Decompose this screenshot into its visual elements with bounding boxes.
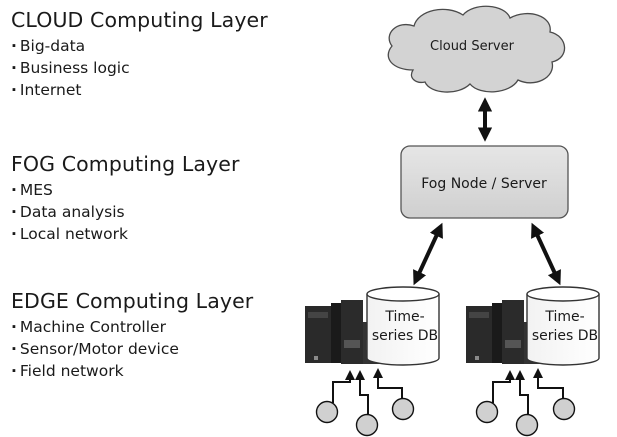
- db-left-label-line1: Time-: [384, 309, 424, 325]
- fog-layer-items: MES Data analysis Local network: [11, 179, 239, 245]
- cloud-layer-title: CLOUD Computing Layer: [11, 8, 268, 32]
- sensor-device-left-2: [355, 413, 379, 437]
- cloud-item-big-data: Big-data: [11, 35, 268, 57]
- edge-layer-title: EDGE Computing Layer: [11, 289, 254, 313]
- fog-node-box: [400, 145, 569, 219]
- sensor-wires-right: [492, 368, 564, 416]
- sensor-device-right-1: [475, 400, 499, 424]
- db-right-label-line1: Time-: [544, 309, 584, 325]
- time-series-db-left: [366, 286, 440, 366]
- cloud-server-shape: [387, 5, 566, 93]
- cloud-layer-section: CLOUD Computing Layer Big-data Business …: [11, 8, 268, 101]
- edge-item-sensor-motor: Sensor/Motor device: [11, 338, 253, 360]
- time-series-db-right: [526, 286, 600, 366]
- sensor-device-right-3: [552, 397, 576, 421]
- sensor-wires-left: [332, 368, 403, 416]
- fog-layer-title: FOG Computing Layer: [11, 152, 240, 176]
- fog-db-left-arrow: [413, 222, 443, 286]
- fog-node-label: Fog Node / Server: [421, 176, 547, 192]
- fog-layer-section: FOG Computing Layer MES Data analysis Lo…: [11, 152, 239, 245]
- sensor-device-right-2: [515, 413, 539, 437]
- edge-layer-section: EDGE Computing Layer Machine Controller …: [11, 289, 253, 382]
- cloud-item-internet: Internet: [11, 79, 268, 101]
- sensor-device-left-3: [391, 397, 415, 421]
- cloud-server-label: Cloud Server: [430, 39, 515, 54]
- fog-db-right-arrow: [531, 222, 561, 286]
- fog-item-mes: MES: [11, 179, 239, 201]
- sensor-device-left-1: [315, 400, 339, 424]
- db-left-label-line2: series DB: [372, 328, 438, 344]
- cloud-item-business-logic: Business logic: [11, 57, 268, 79]
- fog-item-local-network: Local network: [11, 223, 239, 245]
- db-right-label-line2: series DB: [532, 328, 598, 344]
- cloud-layer-items: Big-data Business logic Internet: [11, 35, 268, 101]
- fog-item-data-analysis: Data analysis: [11, 201, 239, 223]
- edge-item-machine-controller: Machine Controller: [11, 316, 253, 338]
- edge-layer-items: Machine Controller Sensor/Motor device F…: [11, 316, 253, 382]
- edge-item-field-network: Field network: [11, 360, 253, 382]
